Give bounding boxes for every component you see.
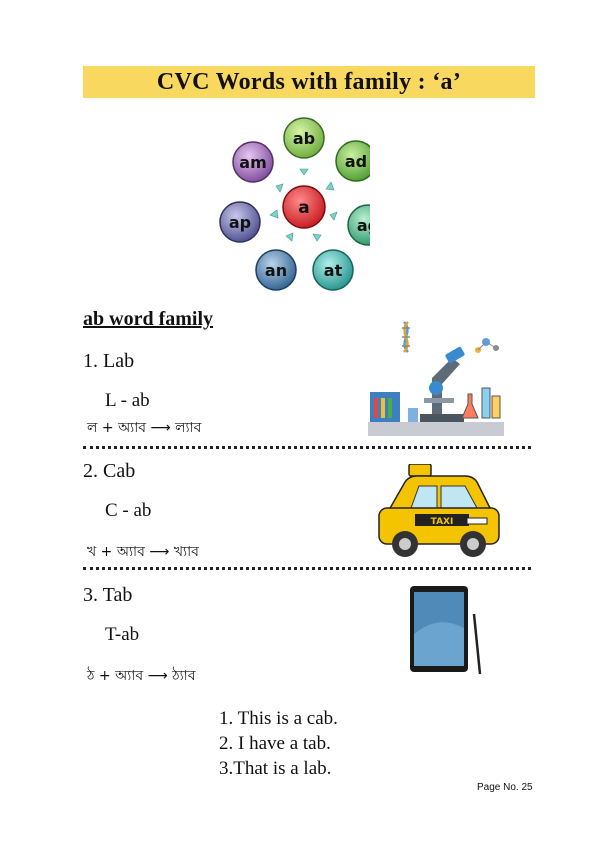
taxi-label: TAXI [431, 517, 454, 527]
item-title-cab: 2. Cab [83, 460, 136, 482]
example-sentences: 1. This is a cab. 2. I have a tab. 3.Tha… [219, 706, 338, 781]
word-family-diagram: ab ad ag at an ap am a [219, 117, 370, 291]
bubble-label-an: an [265, 261, 287, 280]
divider [83, 567, 531, 570]
item-title-lab: 1. Lab [83, 350, 135, 372]
item-split-tab: T-ab [105, 624, 140, 645]
divider [83, 446, 531, 449]
diagram-arrows [269, 168, 338, 242]
diagram-bubble-an: an [255, 249, 297, 291]
diagram-center: a [282, 185, 326, 229]
tablet-illustration [410, 586, 482, 675]
page-title: CVC Words with family : ‘a’ [156, 68, 462, 95]
arrow-icon [269, 209, 279, 219]
taxi-illustration: TAXI [378, 464, 500, 557]
section-heading: ab word family [83, 308, 213, 330]
arrow-icon [275, 183, 284, 193]
item-split-lab: L - ab [105, 390, 150, 411]
diagram-bubble-ab: ab [283, 117, 325, 159]
sentence: 3.That is a lab. [219, 758, 332, 779]
sentence: 2. I have a tab. [219, 733, 331, 754]
item-split-cab: C - ab [105, 500, 152, 521]
bubble-label-ag: ag [357, 216, 370, 235]
arrow-icon [325, 181, 335, 191]
page-number: Page No. 25 [477, 782, 533, 793]
diagram-bubble-ag: ag [347, 204, 370, 246]
title-banner: CVC Words with family : ‘a’ [83, 66, 535, 98]
center-label: a [298, 198, 309, 218]
item-bengali-cab: খ + অ্যাব ⟶ খ্যাব [87, 544, 199, 560]
diagram-bubble-ad: ad [335, 140, 370, 182]
item-bengali-lab: ল + অ্যাব ⟶ ল্যাব [87, 420, 202, 436]
bubble-label-at: at [324, 261, 343, 280]
bubble-label-ap: ap [229, 213, 251, 232]
arrow-icon [285, 232, 294, 242]
arrow-icon [329, 211, 338, 221]
bubble-label-am: am [239, 153, 266, 172]
sentence: 1. This is a cab. [219, 708, 338, 729]
item-bengali-tab: ঠ + অ্যাব ⟶ ঠ্যাব [87, 668, 196, 684]
diagram-bubble-ap: ap [219, 201, 261, 243]
diagram-bubble-at: at [312, 249, 354, 291]
item-title-tab: 3. Tab [83, 584, 133, 606]
arrow-icon [312, 233, 322, 242]
arrow-icon [299, 168, 309, 176]
laboratory-illustration [368, 321, 504, 436]
bubble-label-ab: ab [293, 129, 315, 148]
diagram-bubble-am: am [232, 141, 274, 183]
bubble-label-ad: ad [345, 152, 367, 171]
